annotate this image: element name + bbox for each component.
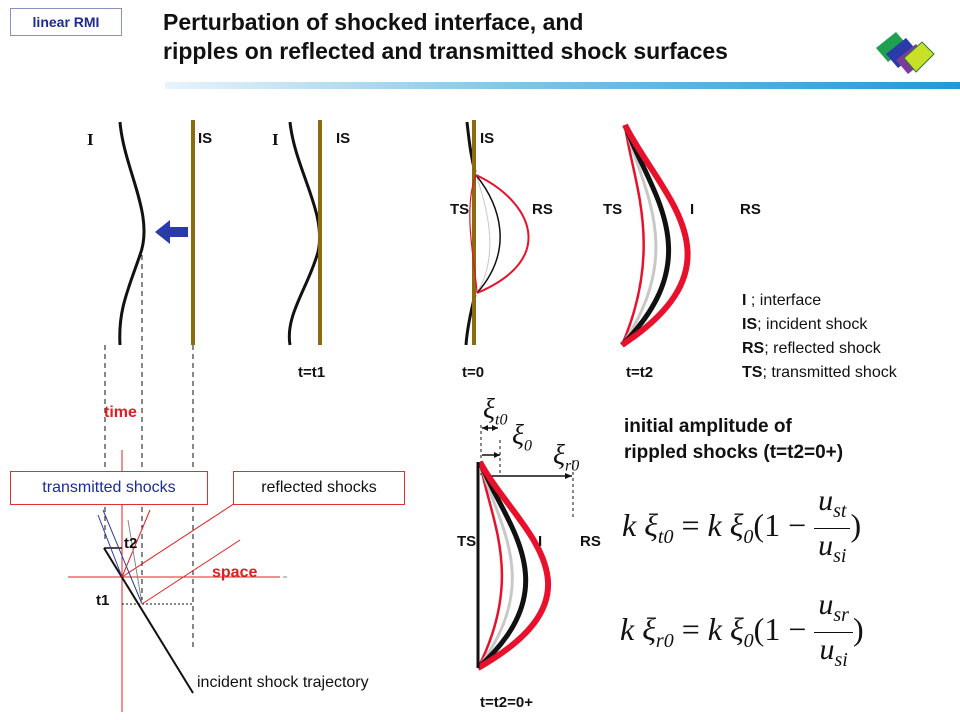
title-line-1: Perturbation of shocked interface, and	[163, 9, 584, 35]
title-line-2: ripples on reflected and transmitted sho…	[163, 38, 728, 64]
p3-label-time: t=0	[462, 364, 485, 381]
p5-label-ts: TS	[457, 533, 477, 550]
p2-label-interface: I	[272, 130, 279, 149]
transmitted-shocks-box: transmitted shocks	[10, 471, 208, 505]
p5-label-rs: RS	[580, 533, 601, 550]
p3-label-ts: TS	[450, 201, 470, 218]
p3-label-rs: RS	[532, 201, 553, 218]
xi-r0-label: ξr0	[553, 440, 580, 475]
p5-label-time: t=t2=0+	[480, 694, 533, 711]
title-rule	[165, 82, 960, 89]
transmitted-shock-1	[97, 514, 123, 578]
p5-gray	[476, 461, 514, 669]
trajectory-label: incident shock trajectory	[197, 674, 369, 691]
transmitted-shock-2	[102, 509, 143, 605]
p5-label-interface: I	[538, 533, 543, 550]
p2-label-time: t=t1	[298, 364, 326, 381]
reflected-shock-2	[141, 539, 241, 605]
legend-item-transmitted: TS; transmitted shock	[742, 364, 897, 381]
p5-interface	[476, 461, 529, 670]
p4-label-time: t=t2	[626, 364, 654, 381]
p4-ts-red	[620, 124, 645, 346]
linear-rmi-tag: linear RMI	[10, 8, 122, 36]
interface-trajectory	[121, 509, 151, 578]
p1-label-shock: IS	[198, 130, 213, 147]
reflected-shock-1	[121, 489, 256, 578]
gray-trajectory	[127, 519, 143, 605]
p4-interface	[620, 124, 671, 347]
t2-label: t2	[124, 535, 138, 552]
p4-rs-red	[620, 123, 691, 348]
p1-label-interface: I	[87, 130, 94, 149]
p5-rs-red	[476, 460, 552, 671]
amplitude-line-1: initial amplitude of	[624, 416, 792, 437]
p3-rs-red	[475, 174, 530, 294]
p3-ts-red	[469, 174, 478, 294]
time-label: time	[104, 404, 137, 421]
amplitude-heading: initial amplitude of rippled shocks (t=t…	[624, 414, 843, 466]
p5-ts-red	[476, 461, 504, 669]
legend-item-interface: I ; interface	[742, 292, 822, 309]
legend: I ; interface IS; incident shock RS; ref…	[742, 289, 897, 385]
legend-item-incident: IS; incident shock	[742, 316, 868, 333]
p4-label-ts: TS	[603, 201, 623, 218]
p3-ts-gray	[475, 174, 491, 294]
p2-label-shock: IS	[336, 130, 351, 147]
t1-label: t1	[96, 592, 110, 609]
p4-label-interface: I	[690, 201, 695, 218]
logo-icon	[876, 32, 935, 74]
p2-interface	[287, 121, 321, 346]
xi-0-label: ξ0	[512, 420, 532, 455]
slide-title: Perturbation of shocked interface, and r…	[163, 8, 728, 66]
legend-item-reflected: RS; reflected shock	[742, 340, 881, 357]
xi-t0-label: ξt0	[483, 394, 508, 429]
p1-interface	[118, 121, 146, 346]
arrow-left-icon	[155, 220, 188, 244]
p3-interface-mid	[475, 174, 501, 294]
incident-trajectory	[103, 547, 194, 694]
reflected-shocks-box: reflected shocks	[233, 471, 405, 505]
p4-label-rs: RS	[740, 201, 761, 218]
amplitude-line-2: rippled shocks (t=t2=0+)	[624, 442, 844, 463]
space-label: space	[212, 564, 258, 581]
p3-label-shock: IS	[480, 130, 495, 147]
